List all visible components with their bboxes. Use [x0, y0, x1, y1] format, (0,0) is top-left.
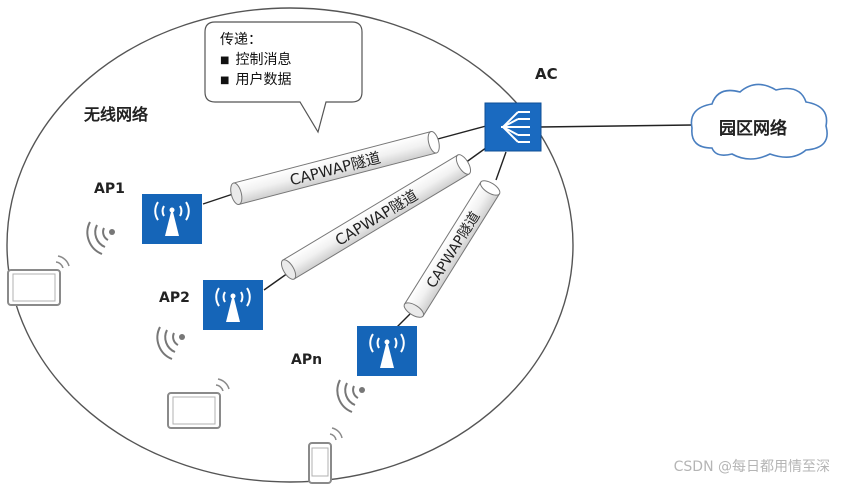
wifi-antenna-icon [203, 280, 263, 330]
capwap-tunnel-1: CAPWAP隧道 [230, 131, 440, 205]
ac-campus-link [539, 124, 693, 128]
tunnel-label-3: CAPWAP隧道 [424, 209, 484, 291]
ap2-label: AP2 [159, 290, 190, 306]
callout-item-control: 控制消息 [220, 50, 291, 72]
wireless-network-label: 无线网络 [84, 105, 149, 124]
ap1-label: AP1 [94, 181, 125, 197]
wifi-antenna-icon [357, 326, 417, 376]
watermark: CSDN @每日都用情至深 [673, 459, 830, 475]
wireless-network-area [6, 7, 574, 483]
wifi-antenna-icon [142, 194, 202, 244]
apn-label: APn [291, 352, 323, 368]
tablet-icon [167, 378, 230, 429]
access-controller-icon [484, 102, 542, 152]
wifi-waves-icon [156, 326, 185, 360]
ap2-link [263, 272, 289, 291]
phone-icon [308, 427, 343, 484]
wifi-waves-icon [336, 379, 365, 413]
tunnel-label-1: CAPWAP隧道 [288, 149, 383, 190]
tunnel3-ac-link [495, 151, 507, 181]
cloud-icon [690, 83, 828, 160]
tunnel-label-2: CAPWAP隧道 [332, 186, 421, 249]
callout-item-userdata: 用户数据 [220, 70, 291, 92]
campus-network-label: 园区网络 [719, 119, 787, 139]
ap1-link [202, 192, 237, 205]
tunnel1-ac-link [433, 125, 487, 141]
apn-link [395, 313, 411, 329]
wifi-waves-icon [86, 221, 115, 255]
tablet-icon [7, 255, 70, 306]
ac-label: AC [535, 65, 558, 83]
callout-title: 传递： [220, 32, 262, 48]
